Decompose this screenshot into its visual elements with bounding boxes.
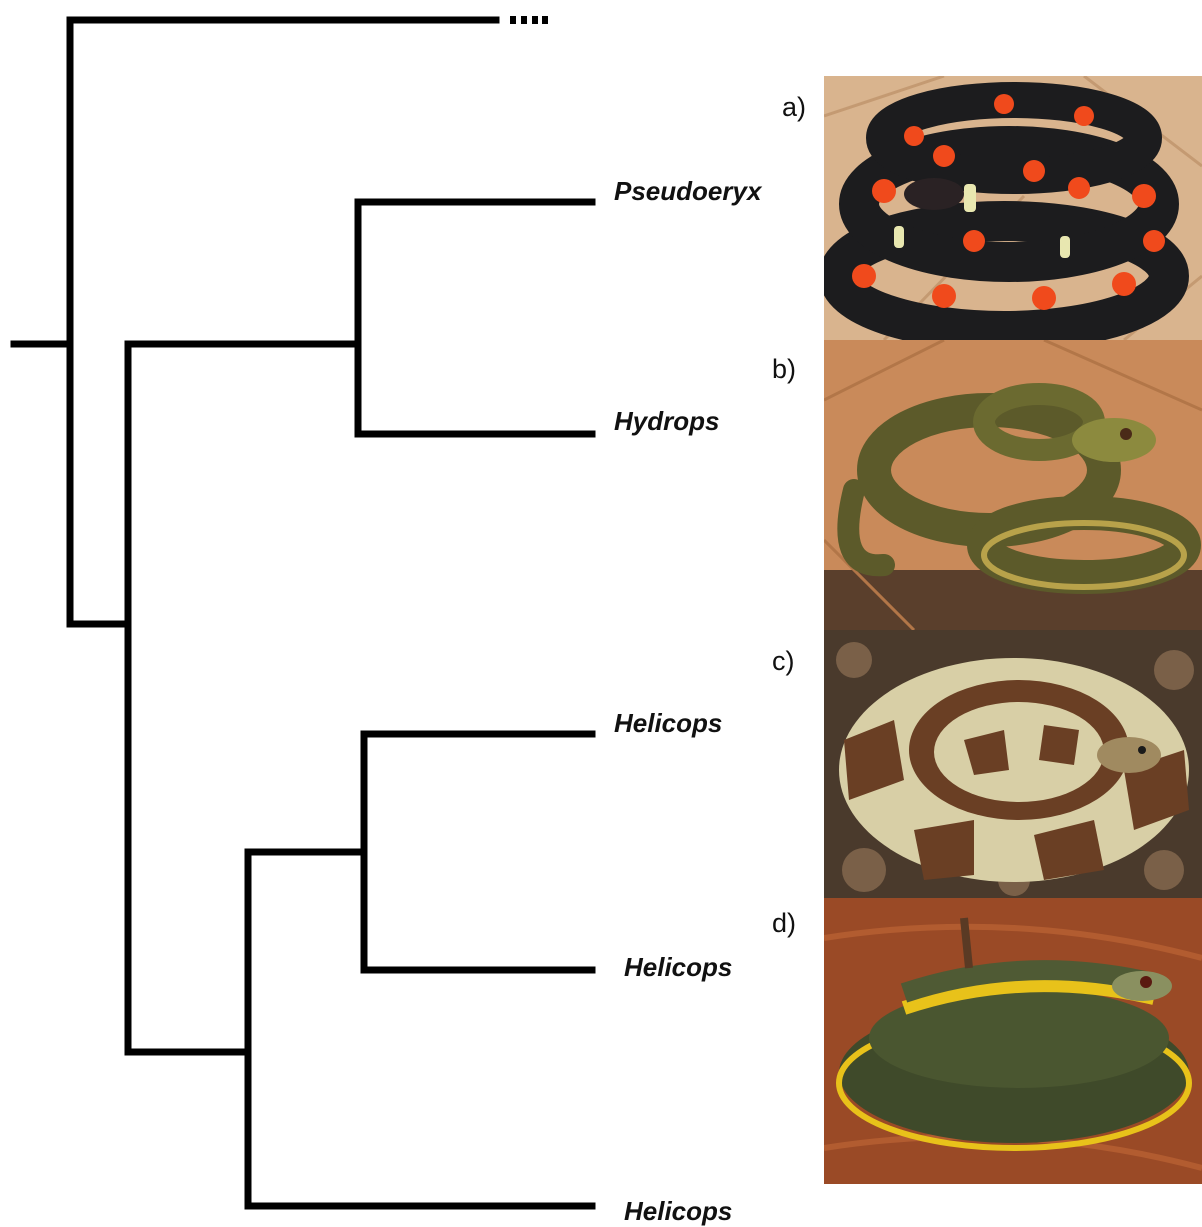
panel-label-c: c) [772, 646, 795, 677]
snake-photo-d [824, 898, 1202, 1184]
truncation-dots [510, 16, 548, 24]
snake-photo-c [824, 630, 1202, 898]
taxon-label: Pseudoeryx [614, 176, 763, 206]
taxon-label: Helicops [624, 1196, 732, 1226]
taxon-label: Helicops [624, 952, 732, 982]
taxon-label: Hydrops [614, 406, 719, 436]
panel-label-d: d) [772, 908, 796, 939]
snake-photo-b [824, 340, 1202, 630]
taxon-label: Helicops [614, 708, 722, 738]
panel-label-b: b) [772, 354, 796, 385]
panel-label-a: a) [782, 92, 806, 123]
snake-photo-a [824, 76, 1202, 340]
